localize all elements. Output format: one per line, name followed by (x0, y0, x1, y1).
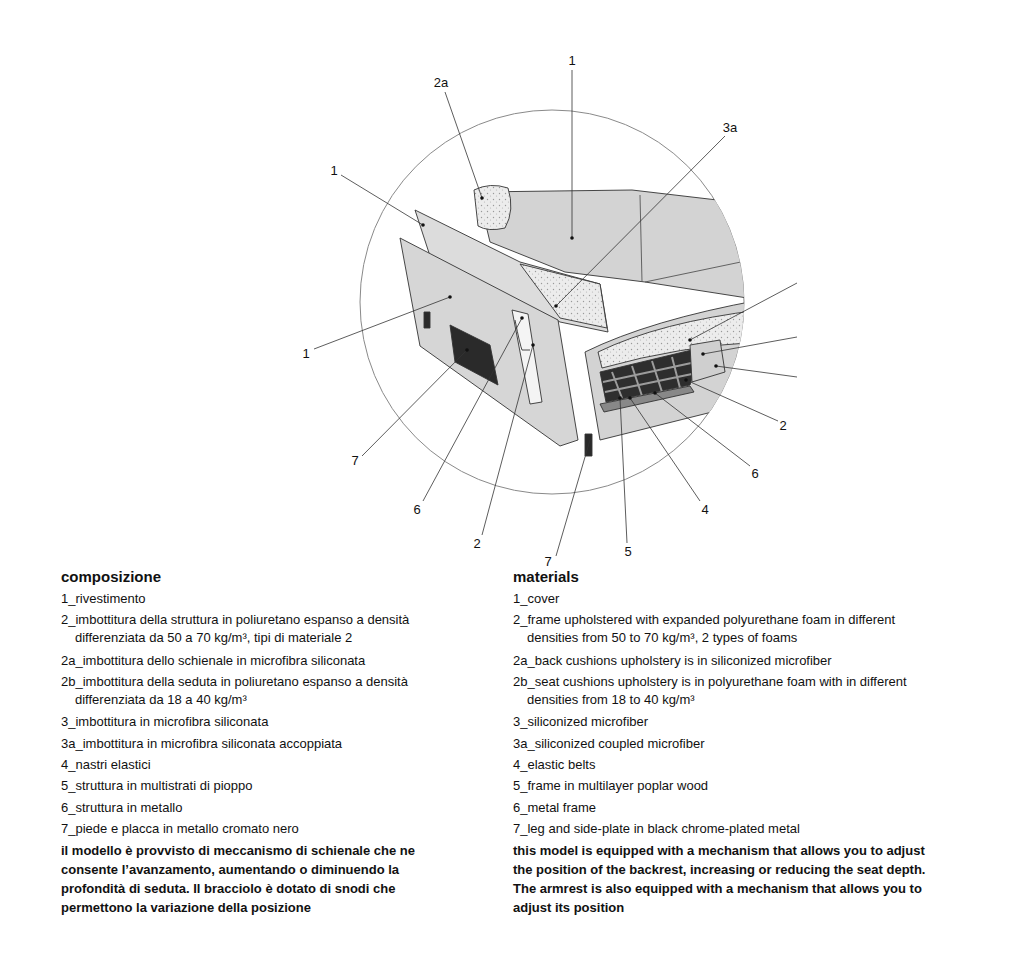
metal-frame (512, 310, 542, 404)
material-item: 7_piede e placca in metallo cromato nero (61, 820, 450, 838)
leader-lines (314, 70, 797, 556)
section-heading: materials (513, 568, 713, 586)
material-item: 2b_seat cushions upholstery is in polyur… (513, 673, 942, 709)
material-item: 1_rivestimento (61, 590, 450, 608)
callout-number: 6 (750, 466, 759, 481)
seat (585, 300, 760, 440)
material-item: 2b_imbottitura della seduta in poliureta… (61, 673, 450, 709)
material-item: 4_nastri elastici (61, 756, 450, 774)
detail-circle (360, 110, 744, 494)
mechanism-note: il modello è provvisto di meccanismo di … (61, 841, 449, 917)
callout-number: 1 (329, 163, 338, 178)
material-item: 4_elastic belts (513, 756, 942, 774)
material-item: 5_frame in multilayer poplar wood (513, 777, 942, 795)
callout-number: 3a (722, 120, 738, 135)
material-item: 7_leg and side-plate in black chrome-pla… (513, 820, 942, 838)
material-item: 5_struttura in multistrati di pioppo (61, 777, 450, 795)
material-item: 2a_back cushions upholstery is in silico… (513, 652, 942, 670)
mechanism-note: this model is equipped with a mechanism … (513, 841, 928, 917)
material-item: 2a_imbottitura dello schienale in microf… (61, 652, 450, 670)
arm-outer (400, 238, 578, 446)
callout-number: 7 (543, 554, 552, 569)
callout-number: 2 (778, 418, 787, 433)
material-item: 6_struttura in metallo (61, 799, 450, 817)
callout-number: 1 (301, 346, 310, 361)
material-item: 3a_imbottitura in microfibra siliconata … (61, 735, 450, 753)
section-heading: composizione (61, 568, 261, 586)
material-item: 2_frame upholstered with expanded polyur… (513, 611, 942, 647)
material-item: 6_metal frame (513, 799, 942, 817)
callout-number: 6 (412, 502, 421, 517)
material-item: 3_siliconized microfiber (513, 713, 942, 731)
material-item: 3a_siliconized coupled microfiber (513, 735, 942, 753)
callout-number: 2 (472, 536, 481, 551)
callout-number: 2a (433, 75, 449, 90)
material-item: 1_cover (513, 590, 942, 608)
callout-number: 5 (623, 544, 632, 559)
callout-number: 7 (350, 453, 359, 468)
callout-number: 1 (567, 53, 576, 68)
material-item: 3_imbottitura in microfibra siliconata (61, 713, 450, 731)
callout-number: 4 (700, 502, 709, 517)
material-item: 2_imbottitura della struttura in poliure… (61, 611, 450, 647)
